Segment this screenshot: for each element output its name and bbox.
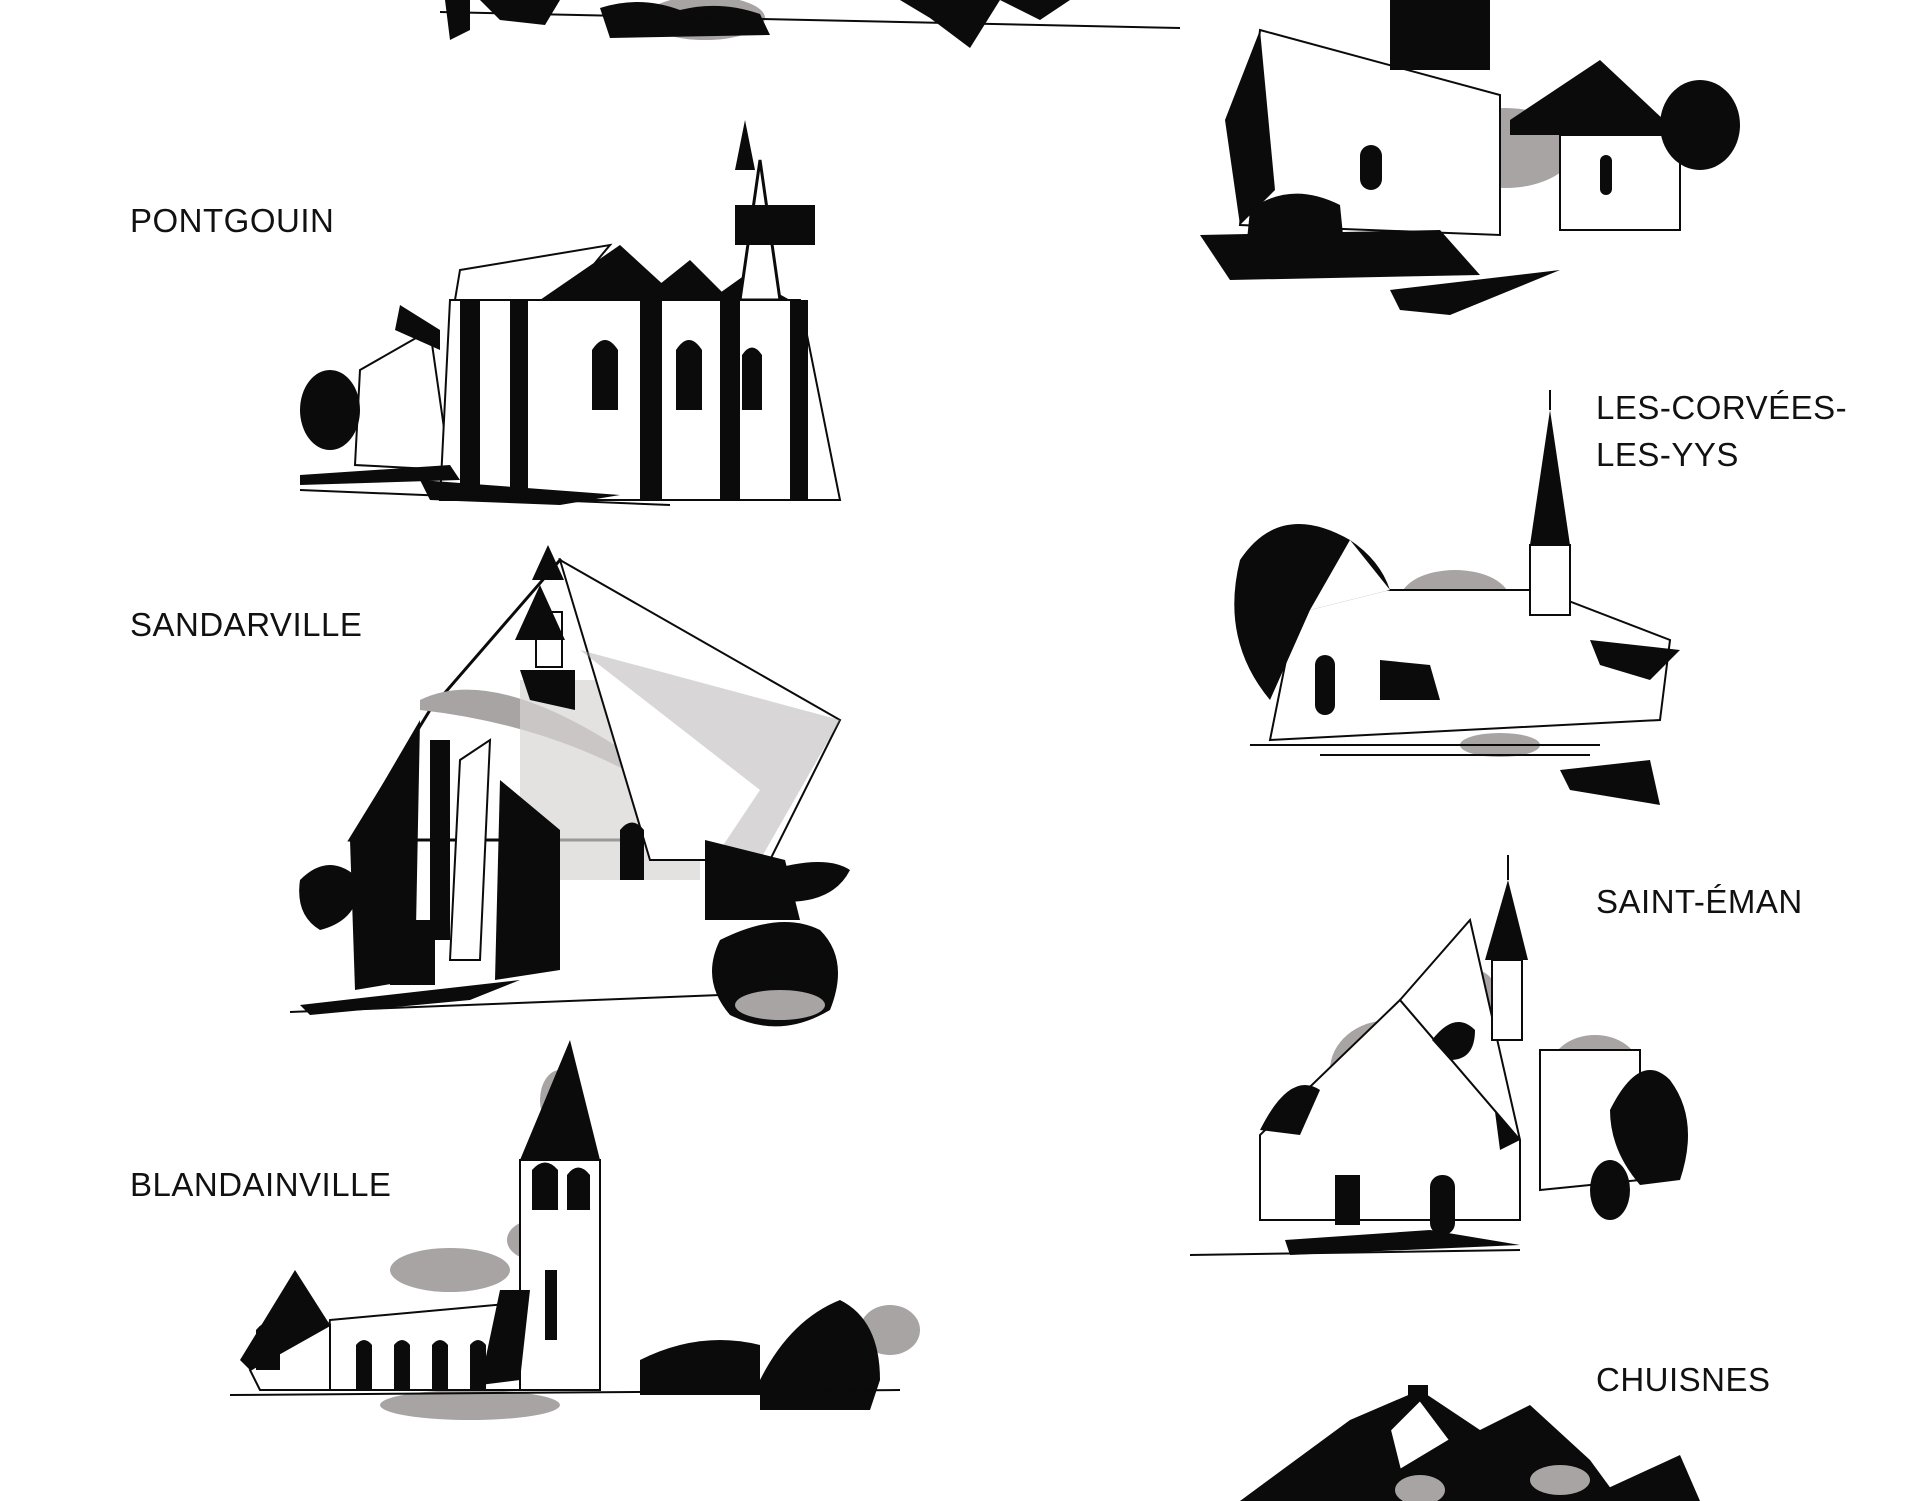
church-chuisnes xyxy=(1240,1385,1700,1501)
village-label-sandarville: SANDARVILLE xyxy=(130,606,363,643)
village-label-saint-eman: SAINT-ÉMAN xyxy=(1596,883,1803,920)
village-label-corvees-line2: LES-YYS xyxy=(1596,436,1739,473)
church-sandarville xyxy=(289,545,850,1027)
village-label-blandainville: BLANDAINVILLE xyxy=(130,1166,392,1203)
church-sketch-top-cropped xyxy=(439,0,1181,48)
church-saint-eman xyxy=(1189,855,1688,1256)
village-label-pontgouin: PONTGOUIN xyxy=(130,202,335,239)
church-sketch-top-right xyxy=(1200,0,1740,315)
church-pontgouin xyxy=(299,120,842,506)
church-les-corvees-les-yys xyxy=(1234,390,1680,805)
village-label-chuisnes: CHUISNES xyxy=(1596,1361,1771,1398)
village-label-corvees-line1: LES-CORVÉES- xyxy=(1596,389,1848,426)
church-blandainville xyxy=(229,1040,920,1420)
